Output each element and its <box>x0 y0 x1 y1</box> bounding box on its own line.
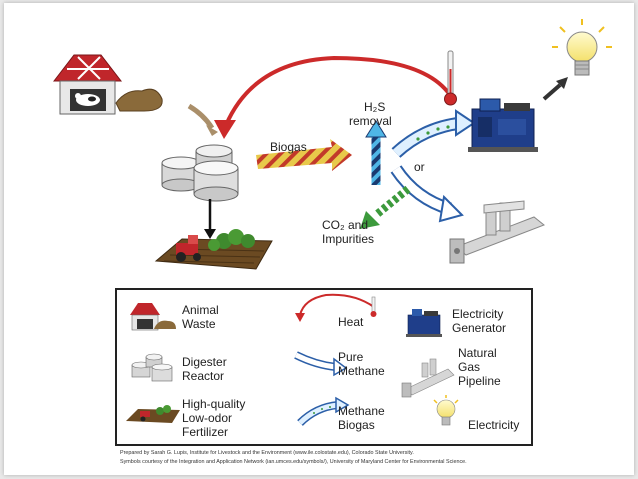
electricity-generator-icon <box>468 98 538 152</box>
legend-digester-1: Digester <box>182 355 227 369</box>
barn-icon <box>52 54 123 115</box>
legend-fertilizer-1: High-quality <box>182 397 246 411</box>
legend-heat: Heat <box>338 315 364 329</box>
natural-gas-pipeline-icon <box>449 200 545 264</box>
legend-methane-biogas-2: Biogas <box>338 418 375 432</box>
co2-label-line2: Impurities <box>322 232 375 246</box>
waste-flow-arrow <box>187 103 215 130</box>
legend-bulb-icon <box>433 395 459 426</box>
thermometer-icon <box>444 50 457 106</box>
legend-digester-icon <box>131 353 173 382</box>
legend-fertilizer-icon <box>126 405 180 423</box>
diagram-canvas <box>52 19 612 446</box>
biogas-label: Biogas <box>270 140 307 154</box>
legend-animal-waste-1: Animal <box>182 303 219 317</box>
legend-animal-waste-2: Waste <box>182 317 216 331</box>
legend-pure-methane-2: Methane <box>338 364 385 378</box>
light-bulb-icon <box>552 19 612 76</box>
legend-methane-biogas-1: Methane <box>338 404 385 418</box>
credit-line-2: Symbols courtesy of the Integration and … <box>120 459 467 465</box>
credit-line-1: Prepared by Sarah G. Lupis, Institute fo… <box>120 450 414 456</box>
h2s-label: H₂S <box>364 100 386 114</box>
legend-fertilizer-2: Low-odor <box>182 411 233 425</box>
legend-generator-icon <box>406 309 442 337</box>
legend-barn-icon <box>130 303 176 331</box>
legend-pipeline-1: Natural <box>458 346 497 360</box>
slide: Biogas H₂S removal or CO₂ and Impurities… <box>4 3 634 475</box>
legend-generator-1: Electricity <box>452 307 504 321</box>
legend-fertilizer-3: Fertilizer <box>182 425 229 439</box>
fertilizer-field-icon <box>154 229 273 270</box>
or-label: or <box>414 160 425 174</box>
legend-electricity: Electricity <box>468 418 520 432</box>
digester-reactor-icon <box>161 144 239 202</box>
biogas-arrow <box>256 139 352 171</box>
legend-digester-2: Reactor <box>182 369 225 383</box>
power-arrow <box>542 83 562 101</box>
legend-generator-2: Generator <box>452 321 507 335</box>
legend-methane-biogas-icon <box>297 396 350 426</box>
legend-heat-icon <box>295 293 377 322</box>
legend-pure-methane-1: Pure <box>338 350 364 364</box>
co2-impurities-arrow <box>373 185 411 219</box>
legend-pipeline-icon <box>401 358 455 398</box>
removal-label: removal <box>349 114 392 128</box>
heat-return-arrow <box>224 55 452 126</box>
legend-pure-methane-icon <box>294 351 348 377</box>
legend-pipeline-3: Pipeline <box>458 374 501 388</box>
co2-label-line1: CO₂ and <box>322 218 369 232</box>
manure-pile-icon <box>115 88 163 112</box>
legend-pipeline-2: Gas <box>458 360 481 374</box>
